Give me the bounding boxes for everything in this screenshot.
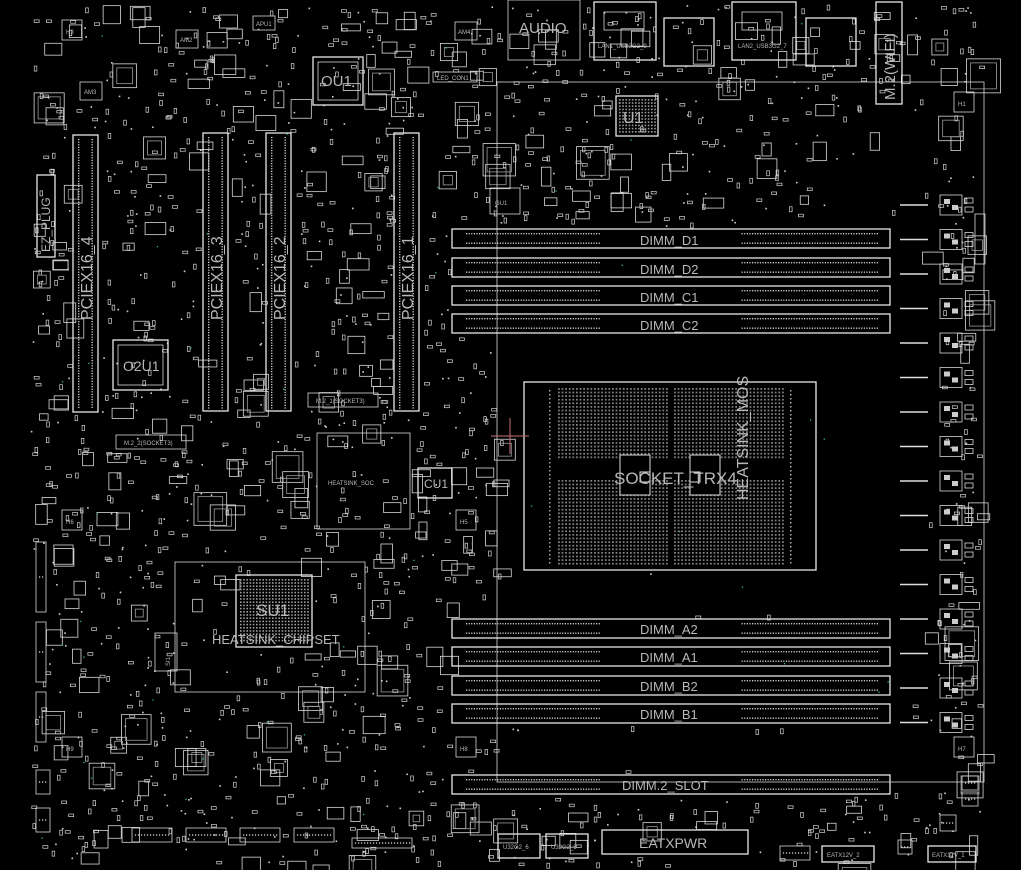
heatsink-soc-outline	[316, 432, 411, 530]
svg-text:DIMM_A1: DIMM_A1	[640, 650, 698, 665]
m2-2-socket: M.2_2(SOCKET3)	[115, 434, 187, 450]
rear-io-box-1	[663, 17, 715, 67]
svg-text:DIMM_B1: DIMM_B1	[640, 707, 698, 722]
mount-hole-h3: H3	[61, 19, 83, 41]
dimm-a2-slot: DIMM_A2	[451, 618, 891, 639]
u1-chip: U1	[615, 95, 659, 137]
dimm-b1-slot: DIMM_B1	[451, 703, 891, 724]
dimm-c2-slot: DIMM_C2	[451, 313, 891, 334]
lan1-usb-port: LAN1_USB3G2_9	[593, 1, 657, 61]
lan2-usb-port: LAN2_USB3G2_7	[731, 1, 797, 61]
eatx12v-2-connector: EATX12V_2	[821, 845, 875, 863]
am4-chip: AM4	[454, 21, 478, 41]
am3-chip: AM3	[79, 81, 103, 101]
dimm2-slot: DIMM.2_SLOT	[451, 774, 891, 795]
svg-text:DIMM.2_SLOT: DIMM.2_SLOT	[622, 778, 709, 793]
u32g2-5-header: U32G2_5	[545, 833, 589, 859]
audio-block: AUDIO	[507, 0, 581, 61]
crosshair-cursor-icon	[491, 418, 529, 454]
svg-text:PCIEX16_3: PCIEX16_3	[209, 236, 226, 320]
mount-hole-h6: H6	[61, 509, 83, 531]
pciex16-3-slot: PCIEX16_3	[202, 132, 229, 412]
ez-plug-connector: EZ_PLUG	[36, 174, 56, 258]
led-con1-header: LED_CON1	[432, 71, 478, 83]
ou1-chip: OU1	[312, 56, 364, 106]
svg-text:DIMM_C2: DIMM_C2	[640, 318, 699, 333]
heatsink-mos-label: HEATSINK_MOS	[735, 376, 752, 500]
svg-text:PCIEX16_1: PCIEX16_1	[400, 236, 417, 320]
gu1-chip: GU1	[489, 187, 521, 215]
pciex16-2-slot: PCIEX16_2	[265, 132, 292, 412]
component-footprints	[30, 4, 1001, 870]
su1-chipset: SU1	[235, 574, 313, 648]
cpu-area-outline	[496, 81, 985, 783]
o2u1-chip: O2U1	[112, 339, 169, 391]
cpu-socket: SOCKET_TRX4	[523, 381, 817, 571]
heatsink-chipset-label: HEATSINK_CHIPSET	[212, 632, 340, 647]
svg-text:PCIEX16_2: PCIEX16_2	[272, 236, 289, 320]
mount-hole-h5: H5	[455, 509, 477, 531]
svg-text:DIMM_C1: DIMM_C1	[640, 290, 699, 305]
heatsink-soc-label: HEATSINK_SOC	[328, 481, 375, 487]
svg-text:DIMM_D2: DIMM_D2	[640, 262, 699, 277]
eatxpwr-connector: EATXPWR	[601, 829, 749, 855]
eatx12v-1-connector: EATX12V_1	[927, 845, 977, 863]
svg-text:DIMM_B2: DIMM_B2	[640, 679, 698, 694]
dimm-d1-slot: DIMM_D1	[451, 228, 891, 249]
pciex16-1-slot: PCIEX16_1	[393, 132, 420, 412]
svg-text:DIMM_D1: DIMM_D1	[640, 233, 699, 248]
dimm-c1-slot: DIMM_C1	[451, 285, 891, 306]
dimm-a1-slot: DIMM_A1	[451, 646, 891, 667]
mount-hole-h1: H1	[953, 91, 975, 113]
u32g2-6-header: U32G2_6	[497, 833, 541, 859]
m2-wifi-slot: M.2(WIFI)	[875, 1, 903, 105]
mount-hole-h7: H7	[953, 736, 975, 758]
dimm-d2-slot: DIMM_D2	[451, 257, 891, 278]
mount-hole-h9: H9	[61, 736, 83, 758]
apu1-chip: APU1	[252, 15, 276, 31]
heatsink-chipset-outline	[174, 561, 366, 693]
dimm-b2-slot: DIMM_B2	[451, 675, 891, 696]
rear-io-box-2	[805, 17, 857, 67]
vrm-phase-column	[900, 194, 986, 733]
m2-1-socket: M.2_1(SOCKET3)	[307, 392, 379, 408]
si1-chip: SI1	[154, 632, 178, 672]
mount-hole-h8: H8	[455, 736, 477, 758]
am2-chip: AM2	[175, 29, 199, 49]
svg-text:PCIEX16_4: PCIEX16_4	[79, 236, 96, 320]
cu1-chip: CU1	[417, 467, 453, 499]
pciex16-4-slot: PCIEX16_4	[72, 134, 99, 413]
svg-text:DIMM_A2: DIMM_A2	[640, 622, 698, 637]
